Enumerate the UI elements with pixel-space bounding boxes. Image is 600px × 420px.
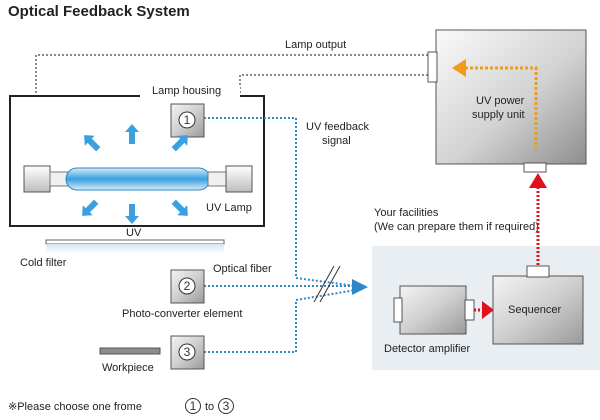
sensor-option-1-badge bbox=[178, 111, 196, 129]
sequencer bbox=[492, 275, 584, 345]
uv-feedback-label-line2: signal bbox=[322, 135, 351, 147]
uv-lamp-tube bbox=[65, 167, 211, 191]
uv-lamp-label: UV Lamp bbox=[206, 202, 252, 214]
sensor-option-3-number: 3 bbox=[184, 345, 191, 359]
detector-to-sequencer-arrowhead bbox=[482, 301, 494, 319]
diagram-title: Optical Feedback System bbox=[8, 3, 190, 20]
psu-label-line2: supply unit bbox=[472, 109, 525, 121]
lamp-housing-label-bg bbox=[140, 86, 240, 100]
sensor-option-1-number: 1 bbox=[184, 113, 191, 127]
detector-connector-right bbox=[464, 299, 475, 321]
psu-label-line1: UV power bbox=[476, 95, 525, 107]
power-internal-arrowhead bbox=[452, 59, 466, 77]
lamp-stem-left bbox=[49, 171, 69, 187]
uv-feedback-lines bbox=[204, 117, 357, 353]
lamp-output-label: Lamp output bbox=[285, 39, 346, 51]
cold-filter-label: Cold filter bbox=[20, 257, 67, 269]
sensor-option-2-badge bbox=[178, 277, 196, 295]
photo-converter-label: Photo-converter element bbox=[122, 308, 242, 320]
detector-connector-left bbox=[393, 297, 403, 323]
fiber-slash-2 bbox=[319, 265, 341, 303]
lamp-cap-left bbox=[23, 165, 51, 193]
uv-transmission bbox=[46, 244, 224, 254]
footnote-to: to bbox=[205, 401, 214, 413]
optical-fiber-label: Optical fiber bbox=[213, 263, 272, 275]
uv-label: UV bbox=[126, 227, 142, 239]
lamp-housing-label: Lamp housing bbox=[152, 85, 221, 97]
sequencer-label: Sequencer bbox=[508, 304, 562, 316]
footnote-text: ※Please choose one frome bbox=[8, 401, 142, 413]
workpiece bbox=[99, 347, 161, 355]
power-internal-path bbox=[462, 66, 538, 150]
cold-filter bbox=[45, 239, 225, 245]
sensor-option-2-number: 2 bbox=[184, 279, 191, 293]
detector-amplifier bbox=[399, 285, 467, 335]
detector-amplifier-label: Detector amplifier bbox=[384, 343, 471, 355]
fiber-slash-1 bbox=[313, 265, 335, 303]
feedback-arrowhead bbox=[352, 279, 368, 295]
facilities-label-line2: (We can prepare them if required) bbox=[374, 221, 539, 233]
lamp-cap-right bbox=[225, 165, 253, 193]
uv-rays bbox=[82, 124, 188, 224]
uv-feedback-label-line1: UV feedback bbox=[306, 121, 369, 133]
footnote-circle-1 bbox=[185, 398, 201, 414]
sequencer-connector-top bbox=[526, 265, 550, 278]
footnote-number-3: 3 bbox=[223, 399, 230, 413]
lamp-stem-right bbox=[207, 171, 229, 187]
sequencer-to-psu-arrowhead bbox=[529, 173, 547, 188]
uv-power-supply-unit bbox=[435, 29, 587, 165]
workpiece-label: Workpiece bbox=[102, 362, 154, 374]
facilities-label-line1: Your facilities bbox=[374, 207, 439, 219]
footnote-circle-3 bbox=[218, 398, 234, 414]
psu-connector-left bbox=[427, 51, 438, 83]
psu-connector-bottom bbox=[523, 162, 547, 173]
footnote-number-1: 1 bbox=[190, 399, 197, 413]
sensor-option-3-badge bbox=[178, 343, 196, 361]
